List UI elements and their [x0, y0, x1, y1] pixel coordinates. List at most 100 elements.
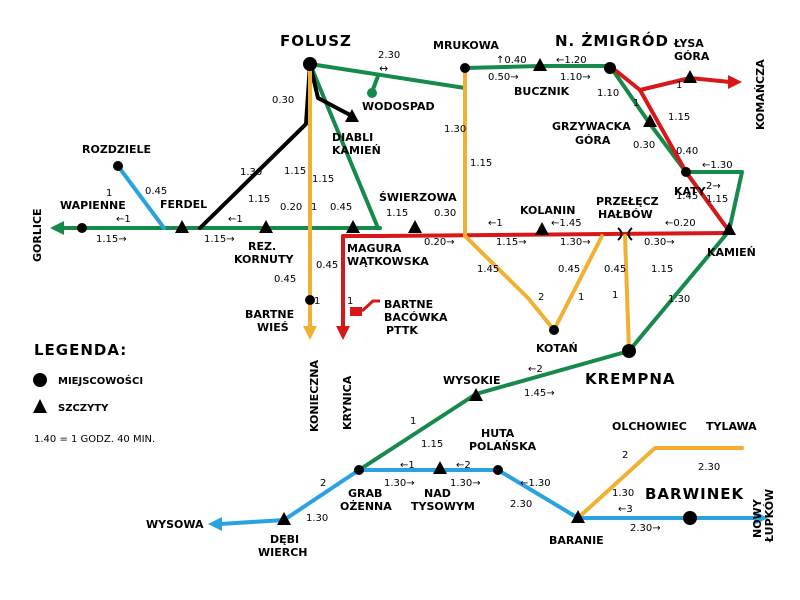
label-grzywacka-2: GÓRA — [575, 134, 611, 147]
hostel-icon — [350, 299, 380, 316]
time-label: 1.15 — [706, 194, 728, 205]
label-n-zmigrod: N. ŻMIGRÓD — [555, 31, 669, 50]
time-label: 1.10 — [597, 88, 619, 99]
time-label: ←1.30 — [520, 478, 551, 489]
label-nowy-2: ŁUPKÓW — [763, 489, 776, 543]
time-label: 1.45 — [477, 264, 499, 275]
label-przelecz-2: HAŁBÓW — [598, 208, 653, 221]
label-diabli-2: KAMIEŃ — [332, 144, 381, 157]
label-bartne-wies-1: BARTNE — [245, 308, 294, 321]
green-trail-kamien-krempna — [357, 229, 731, 472]
label-olchowiec: OLCHOWIEC — [612, 420, 687, 433]
time-label: 0.45 — [558, 264, 580, 275]
time-label: ←1 — [116, 214, 131, 225]
label-wysowa: WYSOWA — [146, 518, 204, 531]
orange-trail-kotan — [463, 234, 604, 332]
peak-marker-swierzowa — [408, 220, 422, 233]
time-label: 1.15 — [386, 208, 408, 219]
label-rez-2: KORNUTY — [234, 253, 294, 266]
green-trail-katy-loop — [684, 170, 744, 233]
arrow-wysowa — [208, 517, 222, 531]
time-label: ←2 — [528, 364, 543, 375]
time-label: 1.30 — [240, 167, 262, 178]
label-huta-2: POLAŃSKA — [469, 440, 537, 453]
time-label: ←1 — [488, 218, 503, 229]
label-debi-2: WIERCH — [258, 546, 308, 559]
time-label: 1.15→ — [496, 237, 527, 248]
label-baranie: BARANIE — [549, 534, 604, 547]
time-label: 0.40 — [676, 146, 698, 157]
time-label: 1.10→ — [560, 72, 591, 83]
label-swierzowa: ŚWIERZOWA — [379, 191, 457, 204]
peak-marker-kolanin — [535, 222, 549, 235]
time-label: 1.30 — [306, 513, 328, 524]
label-lysa-gora-2: GÓRA — [674, 50, 710, 63]
peak-marker-ferdel — [175, 220, 189, 233]
time-label: 2→ — [706, 181, 721, 192]
red-trail-zmigrod-kamien — [608, 64, 731, 233]
peak-marker-baranie — [571, 510, 585, 523]
label-rozdziele: ROZDZIELE — [82, 143, 151, 156]
arrow-krynica — [336, 326, 350, 340]
time-label: 1 — [347, 296, 353, 307]
label-folusz: FOLUSZ — [280, 32, 352, 50]
time-label: 1.15 — [651, 264, 673, 275]
label-wodospad: WODOSPAD — [362, 100, 435, 113]
trails — [60, 62, 760, 526]
legend-town-icon — [33, 373, 47, 387]
time-label: ←3 — [618, 504, 633, 515]
time-label: 1.30 — [612, 488, 634, 499]
time-label: 0.30 — [633, 140, 655, 151]
label-kotan: KOTAŃ — [536, 342, 578, 355]
time-label: ←1.20 — [556, 55, 587, 66]
town-marker-zmigrod — [604, 62, 616, 74]
orange-trail-olchowiec — [576, 446, 744, 520]
time-label: 0.45 — [145, 186, 167, 197]
label-komancza: KOMAŃCZA — [754, 59, 767, 130]
time-label: 0.45 — [274, 274, 296, 285]
time-label: 2.30 — [510, 499, 532, 510]
label-barwinek: BARWINEK — [645, 485, 745, 503]
label-bacowka-3: PTTK — [386, 324, 418, 337]
peak-marker-wysokie — [469, 388, 483, 401]
time-label: 1 — [314, 296, 320, 307]
label-nad-1: NAD — [424, 487, 451, 500]
label-lysa-gora-1: ŁYSA — [673, 37, 704, 50]
time-label: ←0.20 — [665, 218, 696, 229]
legend-peaks-label: SZCZYTY — [58, 403, 109, 414]
time-label: 1.30 — [444, 124, 466, 135]
legend-towns-label: MIEJSCOWOŚCI — [58, 374, 143, 387]
label-krempna: KREMPNA — [585, 370, 676, 388]
label-konieczna: KONIECZNA — [308, 360, 321, 432]
label-grab-2: OŻENNA — [340, 499, 392, 513]
town-marker-wodospad — [367, 88, 377, 98]
label-bacowka-1: BARTNE — [384, 298, 433, 311]
peak-marker-magura — [346, 220, 360, 233]
peak-marker-rez-kornuty — [259, 220, 273, 233]
time-label: 0.30→ — [644, 237, 675, 248]
label-wapienne: WAPIENNE — [60, 199, 126, 212]
label-kamien: KAMIEŃ — [707, 246, 756, 259]
label-grzywacka-1: GRZYWACKA — [552, 120, 631, 133]
time-label: 1.30→ — [384, 478, 415, 489]
time-label: 0.45 — [604, 264, 626, 275]
time-label: 1.45→ — [524, 388, 555, 399]
label-huta-1: HUTA — [481, 427, 515, 440]
time-label: 1 — [676, 80, 682, 91]
legend-title: LEGENDA: — [34, 341, 127, 359]
green-trail-folusz-magura — [308, 62, 380, 230]
time-label: 1 — [106, 188, 112, 199]
legend: LEGENDA: MIEJSCOWOŚCI SZCZYTY 1.40 = 1 G… — [33, 341, 155, 445]
label-bacowka-2: BACÓWKA — [384, 311, 448, 324]
label-mrukowa: MRUKOWA — [433, 39, 499, 52]
town-marker-barwinek — [683, 511, 697, 525]
label-wysokie: WYSOKIE — [443, 374, 501, 387]
time-label: ←1.30 — [702, 160, 733, 171]
legend-scale-note: 1.40 = 1 GODZ. 40 MIN. — [34, 434, 155, 445]
town-marker-krempna — [622, 344, 636, 358]
label-debi-1: DĘBI — [270, 533, 299, 546]
time-label: 2.30→ — [630, 523, 661, 534]
time-label: 1 — [612, 290, 618, 301]
label-rez-1: REZ. — [248, 240, 276, 253]
